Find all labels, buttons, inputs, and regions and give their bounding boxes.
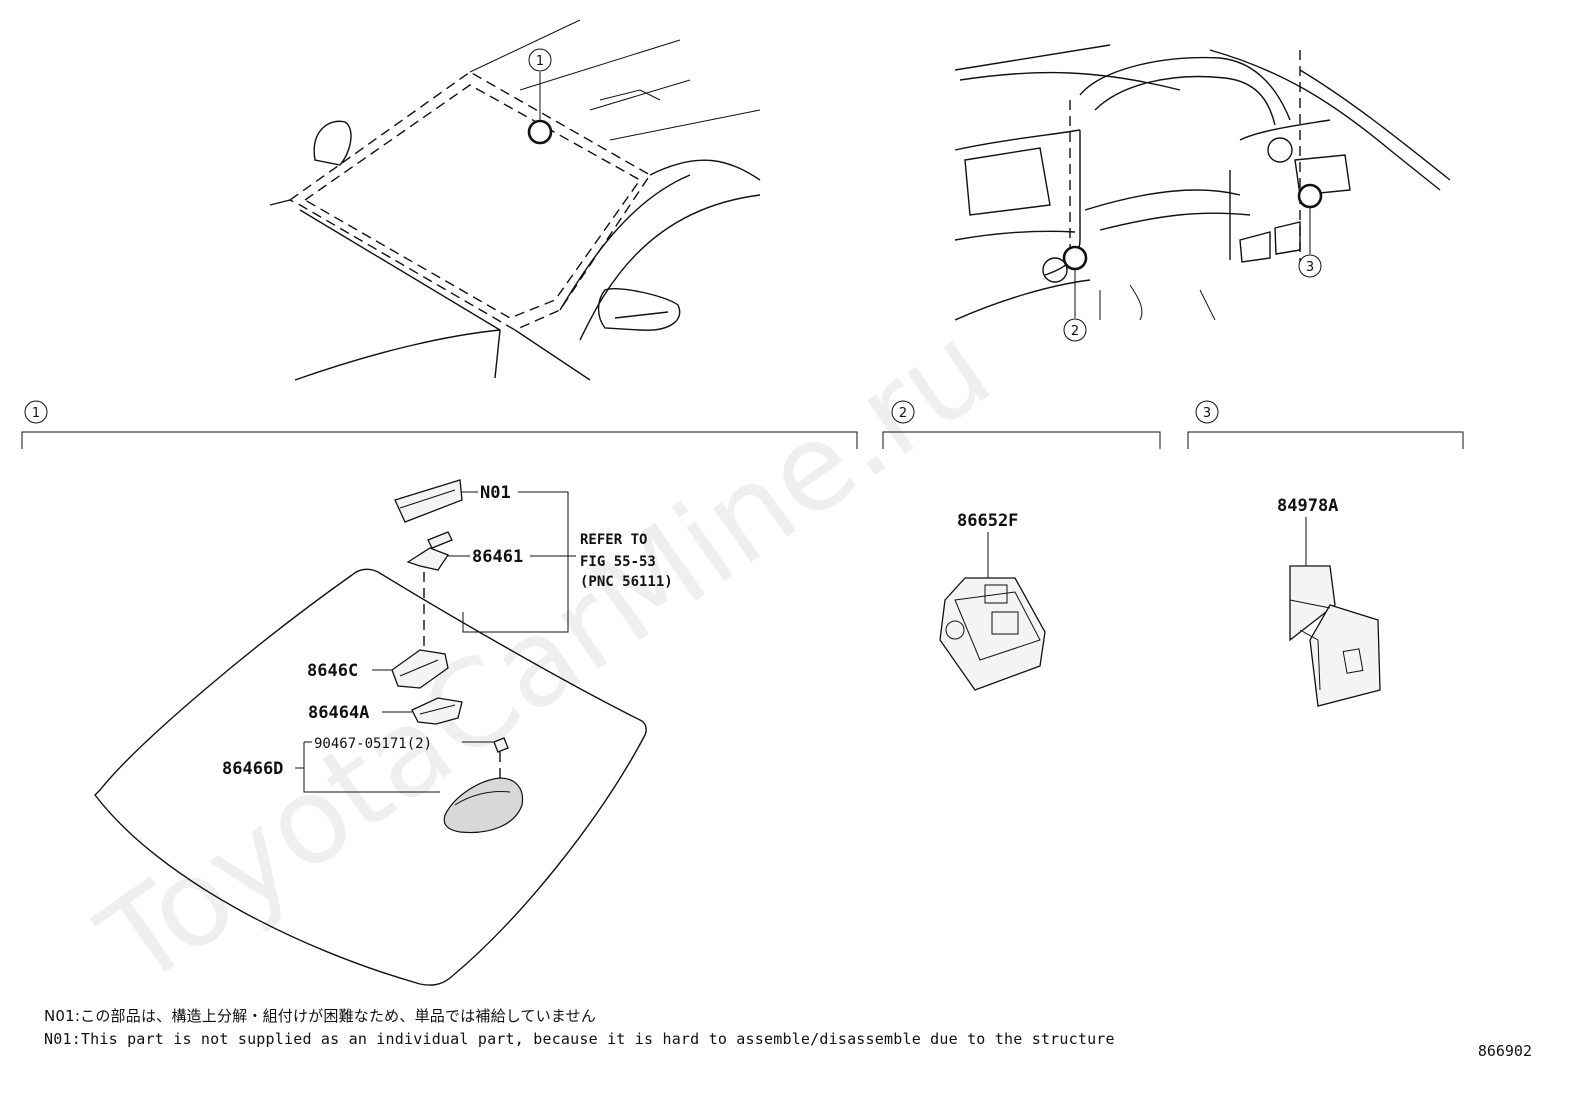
watermark-text: ToyotaCarMine.ru xyxy=(76,299,1015,1015)
dashboard-view: 2 3 xyxy=(954,44,1451,342)
part-84978a-body xyxy=(1289,565,1336,642)
part-86461-shape xyxy=(406,547,449,571)
svg-text:3: 3 xyxy=(1203,406,1211,421)
svg-text:1: 1 xyxy=(536,54,544,69)
refer-line-3: (PNC 56111) xyxy=(580,574,673,590)
part-clip-shape xyxy=(493,737,509,753)
part-n01-shape xyxy=(394,479,463,523)
label-86464a: 86464A xyxy=(308,703,369,723)
label-8646c: 8646C xyxy=(307,661,358,681)
svg-text:2: 2 xyxy=(1071,324,1079,339)
part-84978a-face xyxy=(1309,604,1381,707)
label-n01: N01 xyxy=(480,483,511,503)
svg-text:2: 2 xyxy=(899,406,907,421)
section-bracket-3: 3 xyxy=(1187,400,1464,449)
label-84978a: 84978A xyxy=(1277,496,1338,516)
callout-3-marker xyxy=(1297,183,1323,209)
callout-2-marker xyxy=(1062,245,1088,271)
part-8646c-shape xyxy=(391,649,449,689)
refer-line-1: REFER TO xyxy=(580,532,647,548)
svg-text:3: 3 xyxy=(1306,260,1314,275)
section-1-parts: N01 86461 REFER TO FIG 55-53 (PNC 56111)… xyxy=(94,479,673,986)
section-bracket-2: 2 xyxy=(882,400,1161,449)
section-3-parts: 84978A xyxy=(1277,496,1381,707)
label-86466d: 86466D xyxy=(222,759,283,779)
section-bracket-1: 1 xyxy=(21,400,858,449)
callout-2-badge xyxy=(1063,318,1087,342)
section-2-parts: 86652F xyxy=(939,511,1046,691)
windshield-glass xyxy=(94,568,647,986)
part-86464a-shape xyxy=(411,697,463,725)
refer-line-2: FIG 55-53 xyxy=(580,554,656,570)
note-japanese: N01:この部品は、構造上分解・組付けが困難なため、単品では補給していません xyxy=(44,1007,597,1025)
label-86652f: 86652F xyxy=(957,511,1018,531)
callout-1-badge xyxy=(528,48,552,72)
label-86461: 86461 xyxy=(472,547,523,567)
callout-3-badge xyxy=(1298,254,1322,278)
svg-text:1: 1 xyxy=(32,406,40,421)
windshield-view: 1 xyxy=(269,19,761,381)
callout-1-marker xyxy=(527,119,553,145)
figure-id: 866902 xyxy=(1477,1042,1532,1060)
note-english: N01:This part is not supplied as an indi… xyxy=(44,1030,1115,1048)
label-90467: 90467-05171(2) xyxy=(314,736,432,752)
